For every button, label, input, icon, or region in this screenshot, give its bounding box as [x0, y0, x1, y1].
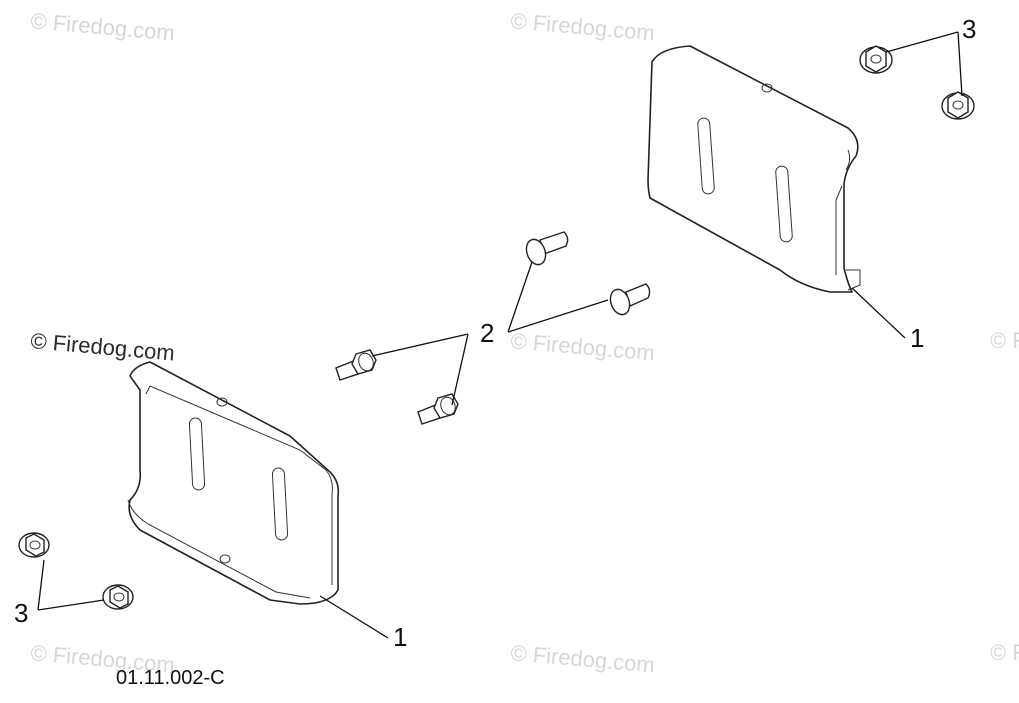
carriage-bolt-upper: [525, 231, 569, 266]
hex-bolt-upper: [335, 349, 377, 381]
watermark-bottom-center: © Firedog.com: [510, 640, 656, 678]
carriage-bolt-lower: [609, 283, 651, 316]
flange-nut-left-lower: [102, 584, 134, 610]
watermark-bottom-right: © Firedog.com: [990, 640, 1019, 665]
callout-nuts-right: 3: [962, 14, 976, 44]
leader-lines: [37, 31, 963, 639]
diagram-code: 01.11.002-C: [116, 667, 225, 689]
flange-nut-left-upper: [18, 532, 50, 558]
skid-shoe-right: [647, 45, 861, 293]
watermark-right-edge: © Firedog.com: [990, 328, 1019, 353]
callout-shield-left: 1: [393, 622, 407, 652]
watermark-top-left: © Firedog.com: [30, 8, 176, 46]
watermarks: © Firedog.com © Firedog.com © Firedog.co…: [30, 8, 1019, 678]
watermark-dark: © Firedog.com: [30, 328, 176, 366]
hex-bolt-lower: [417, 393, 459, 425]
flange-nut-right-upper: [859, 45, 893, 74]
watermark-top-center: © Firedog.com: [510, 8, 656, 46]
callout-bolts: 2: [480, 318, 494, 348]
flange-nut-right-lower: [941, 91, 975, 120]
skid-shoe-left: [127, 361, 340, 605]
callout-nuts-left: 3: [14, 598, 28, 628]
callout-shield-right: 1: [910, 323, 924, 353]
watermark-middle: © Firedog.com: [510, 328, 656, 366]
